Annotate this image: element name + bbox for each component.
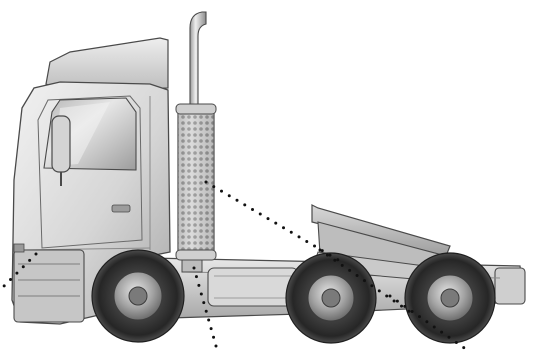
front-wheel [92, 250, 184, 342]
drive-axle-wheel-2 [405, 253, 495, 343]
drive-axle-wheel-1 [286, 253, 376, 343]
perforated-heat-shield [176, 104, 216, 260]
front-grille [14, 244, 84, 322]
door-handle [112, 205, 130, 212]
fuel-tank [208, 268, 298, 306]
